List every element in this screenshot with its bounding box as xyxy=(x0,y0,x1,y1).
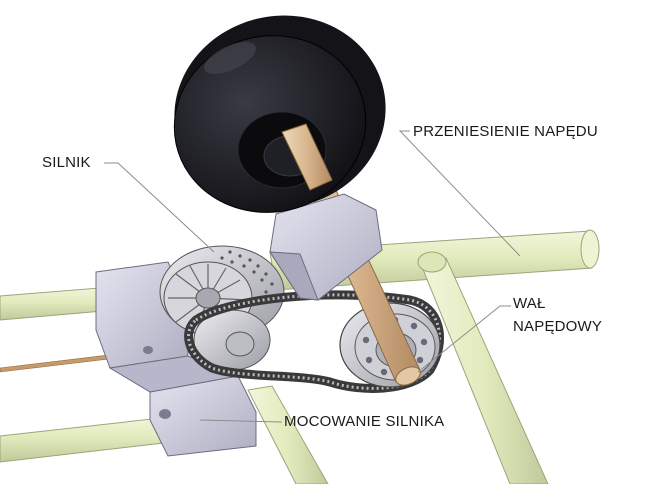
motor-hub xyxy=(195,287,221,309)
frame-tube-diagonal-left xyxy=(247,385,329,484)
leader-silnik xyxy=(104,162,215,253)
leader-przeniesienie xyxy=(398,130,521,257)
leader-lines xyxy=(104,130,521,423)
mount-hole xyxy=(159,409,171,419)
wheel xyxy=(173,15,386,213)
label-przeniesienie-napedu: PRZENIESIENIE NAPĘDU xyxy=(413,123,598,140)
leader-mocowanie xyxy=(199,419,283,423)
label-wal-line1: WAŁ xyxy=(513,295,546,312)
shaft-bracket-face xyxy=(269,251,319,301)
motor-vent-dots xyxy=(220,250,274,294)
frame-joint xyxy=(417,251,447,273)
label-wal-line2: NAPĘDOWY xyxy=(513,318,603,335)
frame-tube-right-end xyxy=(580,229,600,269)
label-mocowanie-silnika: MOCOWANIE SILNIKA xyxy=(284,413,445,430)
label-silnik: SILNIK xyxy=(42,154,91,171)
frame-tubes xyxy=(0,229,600,484)
frame-tube-lower-left xyxy=(0,416,173,463)
shaft-bracket xyxy=(269,193,383,301)
mount-hole xyxy=(143,346,153,354)
wheel-highlight xyxy=(204,41,256,75)
motor-pulley xyxy=(193,309,271,371)
leader-wal xyxy=(417,305,511,373)
drive-shaft-through-wheel xyxy=(281,123,333,191)
motor-pulley-inner xyxy=(225,331,255,357)
frame-tube-diagonal-right xyxy=(419,257,549,484)
